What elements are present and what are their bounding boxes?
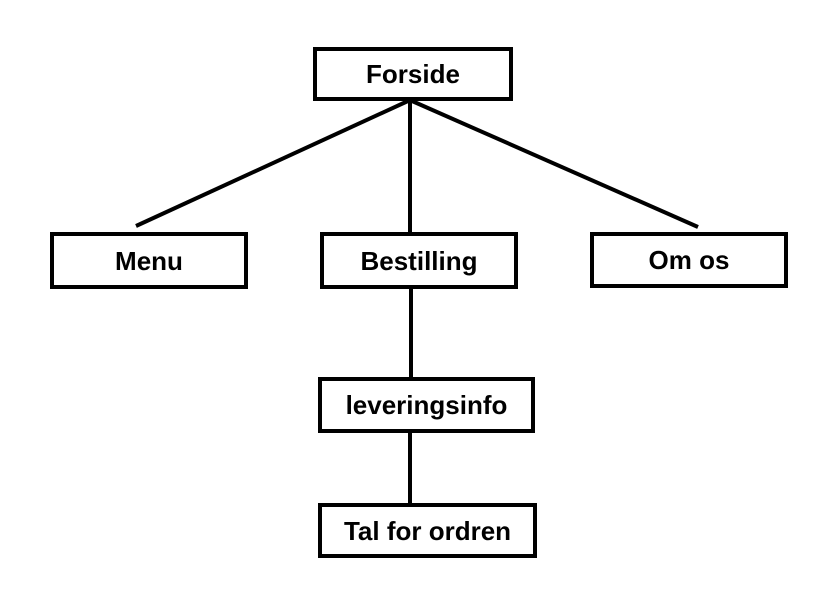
node-om-os: Om os [590,232,788,288]
node-menu-label: Menu [115,245,183,276]
node-menu: Menu [50,232,248,289]
node-forside: Forside [313,47,513,101]
node-om-os-label: Om os [648,245,730,275]
node-leveringsinfo: leveringsinfo [318,377,535,433]
node-bestilling: Bestilling [320,232,518,289]
connector-forside-menu [135,99,409,228]
connector-forside-om-os [411,99,699,229]
node-leveringsinfo-label: leveringsinfo [345,390,508,420]
node-forside-label: Forside [366,59,460,89]
node-tal-for-ordren: Tal for ordren [318,503,537,558]
node-bestilling-label: Bestilling [360,245,478,276]
node-tal-for-ordren-label: Tal for ordren [343,515,512,546]
